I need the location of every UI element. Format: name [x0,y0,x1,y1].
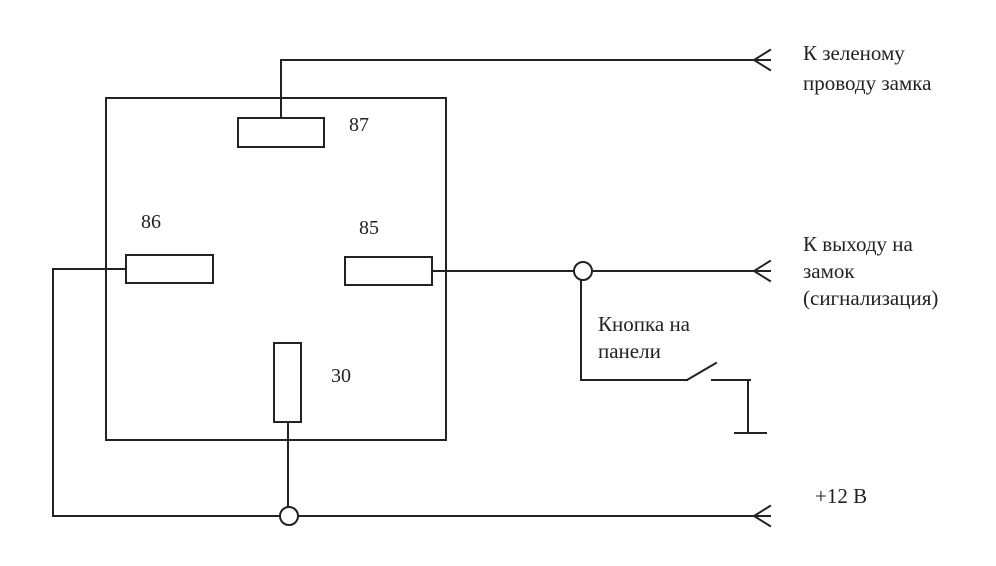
arrow-power [752,504,772,528]
junction-top [573,261,593,281]
contact-30 [273,342,302,423]
pin-label-30: 30 [331,365,351,387]
contact-85 [344,256,433,286]
wire-junction-to-button [580,279,688,381]
pin-label-87: 87 [349,114,369,136]
label-lock-output-line2: замок [803,259,855,283]
pin-label-86: 86 [141,211,161,233]
label-power: +12 В [815,484,867,508]
arrow-lock [752,259,772,283]
junction-bottom [279,506,299,526]
label-button-line1: Кнопка на [598,312,691,336]
contact-86 [125,254,214,284]
label-green-wire-line1: К зеленому [803,41,905,65]
wire-87-to-green [280,59,771,119]
pin-label-85: 85 [359,217,379,239]
button-switch-blade [685,361,718,382]
label-button-line2: панели [598,339,661,363]
wire-86-to-bus [52,268,281,517]
label-lock-output-line3: (сигнализация) [803,286,938,310]
contact-87 [237,117,325,148]
label-green-wire-line2: проводу замка [803,71,932,95]
arrow-green [752,48,772,72]
label-lock-output-line1: К выходу на [803,232,914,256]
